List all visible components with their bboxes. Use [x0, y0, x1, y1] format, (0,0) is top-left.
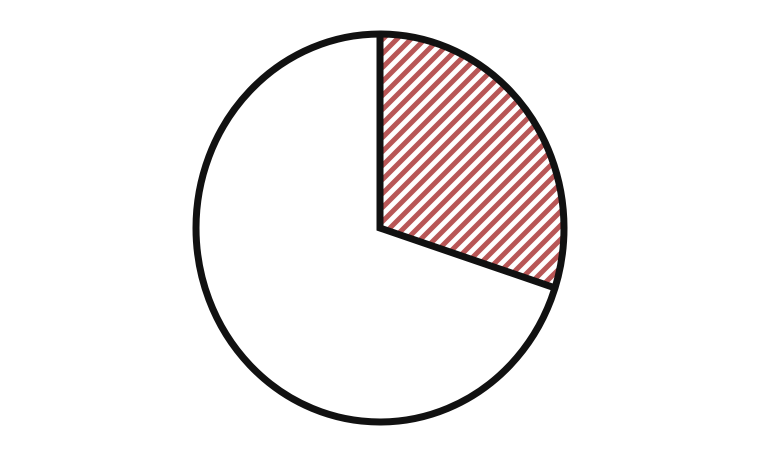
- hatch-line: [622, 0, 760, 360]
- hatch-line: [380, 34, 481, 288]
- hatch-line: [664, 0, 760, 360]
- hatch-line: [748, 0, 760, 360]
- hatch-line: [380, 34, 564, 288]
- hatch-line: [650, 0, 760, 360]
- sector-boundary: [376, 34, 557, 292]
- hatch-line: [563, 34, 564, 288]
- hatch-line: [380, 34, 411, 288]
- hatch-line: [380, 34, 523, 288]
- hatch-line: [380, 34, 453, 288]
- hatch-line: [380, 34, 564, 288]
- hatch-line: [608, 0, 760, 360]
- hatch-line: [423, 34, 564, 288]
- hatch-line: [437, 34, 564, 288]
- hatch-line: [380, 34, 467, 288]
- hatch-line: [720, 0, 760, 360]
- hatch-line: [549, 34, 564, 288]
- hatch-line: [451, 34, 564, 288]
- hatch-line: [380, 34, 564, 288]
- hatched-sector: [380, 0, 760, 360]
- hatch-line: [380, 34, 564, 288]
- hatch-line: [380, 34, 564, 288]
- hatch-line: [706, 0, 760, 360]
- hatch-line: [380, 34, 495, 288]
- hatch-line: [678, 0, 760, 360]
- hatch-line: [535, 34, 564, 288]
- hatch-line: [380, 34, 564, 288]
- hatch-line: [380, 34, 564, 288]
- hatch-line: [380, 34, 564, 288]
- hatch-line: [580, 0, 760, 360]
- hatch-line: [465, 34, 564, 288]
- hatch-line: [734, 0, 760, 360]
- hatch-line: [692, 0, 760, 360]
- hatch-line: [636, 0, 760, 360]
- hatch-line: [594, 0, 760, 360]
- hatch-line: [380, 34, 509, 288]
- hatch-line: [380, 34, 425, 288]
